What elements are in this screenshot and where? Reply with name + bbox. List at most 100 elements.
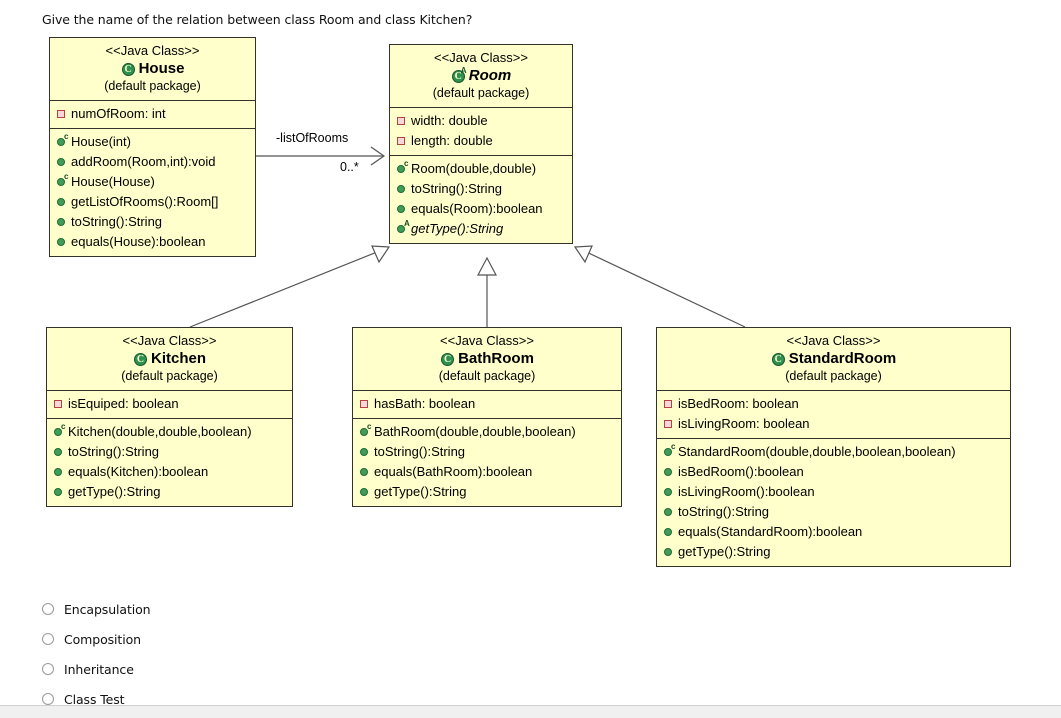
class-name: House — [138, 60, 185, 77]
option-row-encapsulation[interactable]: Encapsulation — [42, 594, 442, 624]
class-name: StandardRoom — [788, 350, 897, 367]
constructor-icon: c — [56, 132, 71, 152]
private-field-icon — [396, 111, 411, 131]
class-fields-section: numOfRoom: int — [50, 101, 255, 129]
method-label: House(House) — [71, 174, 155, 189]
class-header: <<Java Class>> C StandardRoom (default p… — [657, 328, 1010, 391]
method-label: equals(Kitchen):boolean — [68, 464, 209, 479]
method-row: c Kitchen(double,double,boolean) — [47, 422, 292, 442]
method-label: getType():String — [374, 484, 467, 499]
class-header: <<Java Class>> C House (default package) — [50, 38, 255, 101]
radio-composition[interactable] — [42, 633, 54, 645]
class-package: (default package) — [121, 369, 218, 383]
class-fields-section: isBedRoom: boolean isLivingRoom: boolean — [657, 391, 1010, 439]
class-package: (default package) — [432, 86, 530, 100]
field-label: isBedRoom: boolean — [678, 396, 799, 411]
class-fields-section: hasBath: boolean — [353, 391, 621, 419]
method-row: c House(House) — [50, 172, 255, 192]
field-label: numOfRoom: int — [71, 106, 166, 121]
method-row: c StandardRoom(double,double,boolean,boo… — [657, 442, 1010, 462]
method-row: toString():String — [657, 502, 1010, 522]
field-row: isLivingRoom: boolean — [657, 414, 1010, 434]
class-name-row: C Kitchen — [47, 349, 292, 368]
option-label: Encapsulation — [64, 601, 151, 617]
class-box-house[interactable]: <<Java Class>> C House (default package)… — [49, 37, 256, 257]
arrow-triangle-bathroom-room — [477, 256, 497, 276]
uml-class-diagram: -listOfRooms 0..* <<Java Class>> C House… — [46, 37, 1011, 567]
arrow-triangle-standardroom-room — [573, 245, 593, 264]
class-stereotype: <<Java Class>> — [786, 333, 881, 348]
method-label: equals(Room):boolean — [411, 201, 543, 216]
association-role-label: -listOfRooms — [276, 131, 349, 145]
method-row: getType():String — [47, 482, 292, 502]
method-label: toString():String — [68, 444, 160, 459]
abstract-method-icon: A — [396, 219, 411, 239]
private-field-icon — [56, 104, 71, 124]
class-box-kitchen[interactable]: <<Java Class>> C Kitchen (default packag… — [46, 327, 293, 507]
method-row: isBedRoom():boolean — [657, 462, 1010, 482]
method-row: c Room(double,double) — [390, 159, 572, 179]
radio-class-test[interactable] — [42, 693, 54, 705]
method-icon — [53, 462, 68, 482]
method-label: toString():String — [71, 214, 163, 229]
class-header: <<Java Class>> C Kitchen (default packag… — [47, 328, 292, 391]
method-icon — [396, 199, 411, 219]
method-icon — [396, 179, 411, 199]
class-box-bathroom[interactable]: <<Java Class>> C BathRoom (default packa… — [352, 327, 622, 507]
field-row: numOfRoom: int — [50, 104, 255, 124]
method-label: addRoom(Room,int):void — [71, 154, 216, 169]
private-field-icon — [663, 394, 678, 414]
arrow-open-house-room — [370, 146, 386, 166]
option-row-inheritance[interactable]: Inheritance — [42, 654, 442, 684]
method-label: equals(BathRoom):boolean — [374, 464, 533, 479]
class-stereotype: <<Java Class>> — [105, 43, 200, 58]
method-label: Room(double,double) — [411, 161, 537, 176]
answer-options: Encapsulation Composition Inheritance Cl… — [42, 594, 442, 714]
class-package: (default package) — [785, 369, 882, 383]
java-class-icon: C — [121, 60, 138, 77]
field-row: hasBath: boolean — [353, 394, 621, 414]
method-row: getType():String — [657, 542, 1010, 562]
method-icon — [663, 522, 678, 542]
association-multiplicity-label: 0..* — [340, 160, 359, 174]
class-box-standardroom[interactable]: <<Java Class>> C StandardRoom (default p… — [656, 327, 1011, 567]
constructor-icon: c — [53, 422, 68, 442]
method-label: isLivingRoom():boolean — [678, 484, 815, 499]
method-row: getListOfRooms():Room[] — [50, 192, 255, 212]
radio-inheritance[interactable] — [42, 663, 54, 675]
field-label: hasBath: boolean — [374, 396, 476, 411]
method-row: toString():String — [390, 179, 572, 199]
bottom-bar — [0, 705, 1061, 718]
class-name: Kitchen — [150, 350, 206, 367]
radio-encapsulation[interactable] — [42, 603, 54, 615]
field-label: width: double — [411, 113, 488, 128]
option-row-composition[interactable]: Composition — [42, 624, 442, 654]
method-icon — [663, 482, 678, 502]
class-stereotype: <<Java Class>> — [440, 333, 534, 348]
method-row: c House(int) — [50, 132, 255, 152]
option-row-class-test[interactable]: Class Test — [42, 684, 442, 714]
class-stereotype: <<Java Class>> — [122, 333, 217, 348]
arrow-triangle-kitchen-room — [371, 245, 391, 264]
class-name: BathRoom — [458, 350, 534, 367]
method-icon — [359, 442, 374, 462]
method-label: equals(House):boolean — [71, 234, 206, 249]
private-field-icon — [53, 394, 68, 414]
method-row: equals(Room):boolean — [390, 199, 572, 219]
class-methods-section: c House(int) addRoom(Room,int):void c Ho… — [50, 129, 255, 256]
method-row: toString():String — [353, 442, 621, 462]
method-icon — [663, 502, 678, 522]
method-icon — [359, 482, 374, 502]
method-row: c BathRoom(double,double,boolean) — [353, 422, 621, 442]
constructor-icon: c — [359, 422, 374, 442]
private-field-icon — [396, 131, 411, 151]
method-icon — [663, 462, 678, 482]
class-package: (default package) — [104, 79, 201, 93]
constructor-icon: c — [396, 159, 411, 179]
option-label: Class Test — [64, 691, 125, 707]
method-row: A getType():String — [390, 219, 572, 239]
method-row: equals(StandardRoom):boolean — [657, 522, 1010, 542]
